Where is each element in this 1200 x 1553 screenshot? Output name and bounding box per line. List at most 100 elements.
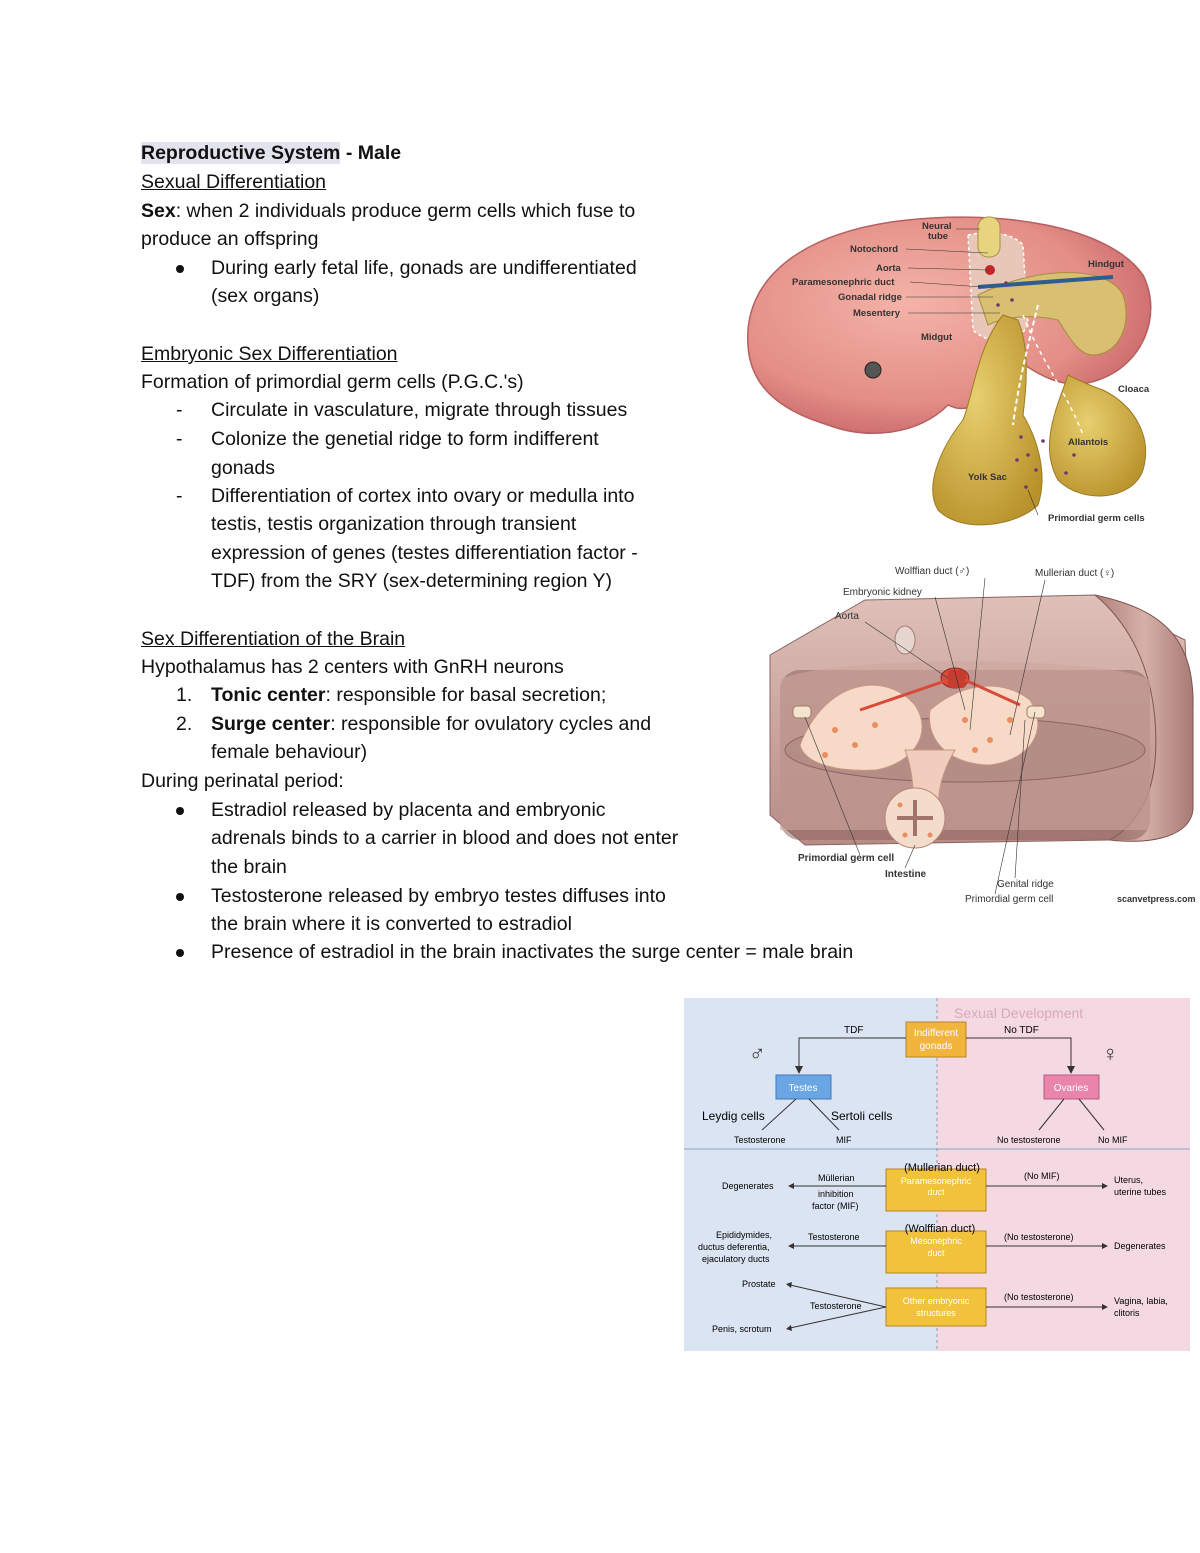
- label-wolffian-duct: (Wolffian duct): [905, 1223, 976, 1235]
- number-marker: 2.: [176, 713, 193, 735]
- surge-center-term: Surge center: [211, 713, 331, 735]
- list-item-cont: testis, testis organization through tran…: [211, 513, 577, 535]
- label-degenerates: Degenerates: [722, 1181, 774, 1191]
- box-ovaries: Ovaries: [1054, 1083, 1088, 1094]
- label-testosterone-3: Testosterone: [810, 1301, 862, 1311]
- label-tdf: TDF: [844, 1025, 863, 1036]
- label-neural-tube-2: tube: [928, 231, 948, 242]
- list-item: Tonic center: responsible for basal secr…: [211, 681, 606, 710]
- label-penis: Penis, scrotum: [712, 1324, 772, 1334]
- label-yolk-sac: Yolk Sac: [968, 472, 1007, 483]
- label-hindgut: Hindgut: [1088, 259, 1125, 270]
- label-primordial-germ-cells: Primordial germ cells: [1048, 513, 1145, 524]
- title-suffix: - Male: [340, 142, 402, 164]
- list-item-cont: the brain: [211, 856, 287, 878]
- box-mesonephric-1: Mesonephric: [910, 1236, 962, 1246]
- number-marker: 1.: [176, 684, 193, 706]
- label-uterus-1: Uterus,: [1114, 1175, 1143, 1185]
- label-mullerian-2: inhibition: [818, 1189, 854, 1199]
- label-leydig: Leydig cells: [702, 1109, 765, 1123]
- list-item: Colonize the genetial ridge to form indi…: [211, 428, 599, 450]
- embryo-illustration: Neural tube Notochord Aorta Paramesoneph…: [747, 216, 1152, 526]
- list-item: Surge center: responsible for ovulatory …: [211, 710, 651, 739]
- dash-marker: -: [176, 399, 183, 421]
- list-item-cont: female behaviour): [211, 741, 368, 763]
- list-item-cont: (sex organs): [211, 285, 320, 307]
- bullet-dot: [176, 949, 184, 957]
- heading-brain-differentiation: Sex Differentiation of the Brain: [141, 628, 406, 650]
- sex-definition: Sex: when 2 individuals produce germ cel…: [141, 197, 635, 226]
- label-genital-ridge: Genital ridge: [997, 879, 1054, 890]
- surge-center-def: : responsible for ovulatory cycles and: [330, 713, 652, 735]
- box-other-2: structures: [916, 1308, 956, 1318]
- box-testes: Testes: [789, 1083, 818, 1094]
- genital-ridge-illustration: Wolffian duct (♂) Mullerian duct (♀) Emb…: [769, 566, 1196, 905]
- label-mullerian-3: factor (MIF): [812, 1201, 859, 1211]
- label-notochord: Notochord: [850, 244, 898, 255]
- label-degenerates-2: Degenerates: [1114, 1241, 1166, 1251]
- list-item: Presence of estradiol in the brain inact…: [211, 941, 854, 963]
- label-mullerian-duct: Mullerian duct (♀): [1035, 568, 1114, 579]
- label-no-testosterone-paren: (No testosterone): [1004, 1232, 1074, 1242]
- tonic-center-def: : responsible for basal secretion;: [325, 684, 607, 706]
- list-item-cont: gonads: [211, 457, 275, 479]
- label-gonadal-ridge: Gonadal ridge: [838, 292, 902, 303]
- label-uterus-2: uterine tubes: [1114, 1187, 1167, 1197]
- label-midgut: Midgut: [921, 332, 953, 343]
- list-item-cont: the brain where it is converted to estra…: [211, 913, 572, 935]
- heading-embryonic-sex-differentiation: Embryonic Sex Differentiation: [141, 343, 398, 365]
- image-credit: scanvetpress.com: [1117, 894, 1196, 904]
- box-paramesonephric-2: duct: [927, 1187, 945, 1197]
- label-testosterone-2: Testosterone: [808, 1232, 860, 1242]
- list-item-cont: expression of genes (testes differentiat…: [211, 542, 638, 564]
- list-item: Testosterone released by embryo testes d…: [211, 885, 666, 907]
- label-vagina-1: Vagina, labia,: [1114, 1296, 1168, 1306]
- label-primordial-germ-cell: Primordial germ cell: [798, 853, 894, 864]
- dash-marker: -: [176, 428, 183, 450]
- list-item: Differentiation of cortex into ovary or …: [211, 485, 635, 507]
- box-indifferent-1: Indifferent: [914, 1028, 959, 1039]
- label-vagina-2: clitoris: [1114, 1308, 1140, 1318]
- label-allantois: Allantois: [1068, 437, 1108, 448]
- page-title: Reproductive System - Male: [141, 139, 401, 168]
- label-cloaca: Cloaca: [1118, 384, 1150, 395]
- label-embryonic-kidney: Embryonic kidney: [843, 587, 922, 598]
- sex-def-line1: : when 2 individuals produce germ cells …: [175, 200, 636, 222]
- label-no-testosterone-paren-2: (No testosterone): [1004, 1292, 1074, 1302]
- pgc-intro: Formation of primordial germ cells (P.G.…: [141, 371, 524, 393]
- heading-sexual-differentiation: Sexual Differentiation: [141, 171, 327, 193]
- label-sertoli: Sertoli cells: [831, 1109, 892, 1123]
- female-symbol: ♀: [1102, 1041, 1119, 1066]
- label-paramesonephric-duct: Paramesonephric duct: [792, 277, 895, 288]
- label-mif: MIF: [836, 1135, 852, 1145]
- label-mesentery: Mesentery: [853, 308, 901, 319]
- label-no-mif-paren: (No MIF): [1024, 1171, 1060, 1181]
- hypothalamus-intro: Hypothalamus has 2 centers with GnRH neu…: [141, 656, 564, 678]
- sex-definition-cont: produce an offspring: [141, 228, 319, 250]
- label-epid-3: ejaculatory ducts: [702, 1254, 770, 1264]
- bullet-dot: [176, 893, 184, 901]
- label-aorta: Aorta: [835, 611, 859, 622]
- label-wolffian-duct: Wolffian duct (♂): [895, 566, 969, 577]
- label-aorta: Aorta: [876, 263, 902, 274]
- list-item-cont: TDF) from the SRY (sex-determining regio…: [211, 570, 612, 592]
- box-indifferent-2: gonads: [920, 1041, 953, 1052]
- dash-marker: -: [176, 485, 183, 507]
- list-item: Estradiol released by placenta and embry…: [211, 799, 606, 821]
- label-no-tdf: No TDF: [1004, 1025, 1039, 1036]
- box-paramesonephric-1: Paramesonephric: [901, 1176, 972, 1186]
- label-no-mif: No MIF: [1098, 1135, 1128, 1145]
- list-item: During early fetal life, gonads are undi…: [211, 257, 637, 279]
- label-epid-1: Epididymides,: [716, 1230, 772, 1240]
- perinatal-intro: During perinatal period:: [141, 770, 344, 792]
- label-testosterone: Testosterone: [734, 1135, 786, 1145]
- label-prostate: Prostate: [742, 1279, 776, 1289]
- label-mullerian-duct: (Mullerian duct): [904, 1162, 980, 1174]
- list-item: Circulate in vasculature, migrate throug…: [211, 399, 628, 421]
- label-no-testosterone: No testosterone: [997, 1135, 1061, 1145]
- label-primordial-germ-cell-2: Primordial germ cell: [965, 894, 1053, 905]
- tonic-center-term: Tonic center: [211, 684, 326, 706]
- sex-development-flowchart: Sexual Development Indifferent gonads TD…: [684, 998, 1190, 1351]
- title-highlight: Reproductive System: [141, 142, 341, 164]
- faded-background-title: Sexual Development: [954, 1005, 1083, 1021]
